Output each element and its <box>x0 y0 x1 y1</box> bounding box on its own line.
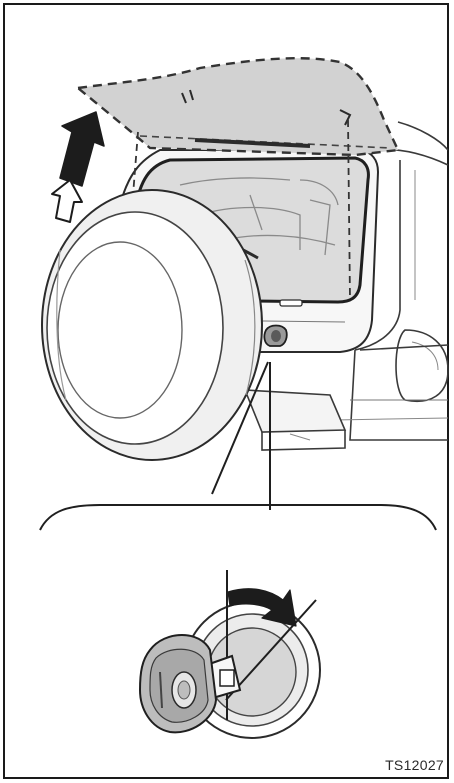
up-arrow-outline-icon <box>52 180 82 222</box>
door-key-cylinder <box>264 326 286 347</box>
up-arrow-icon <box>60 112 104 186</box>
figure-code-label: TS12027 <box>385 757 444 773</box>
spare-tire <box>42 190 262 460</box>
